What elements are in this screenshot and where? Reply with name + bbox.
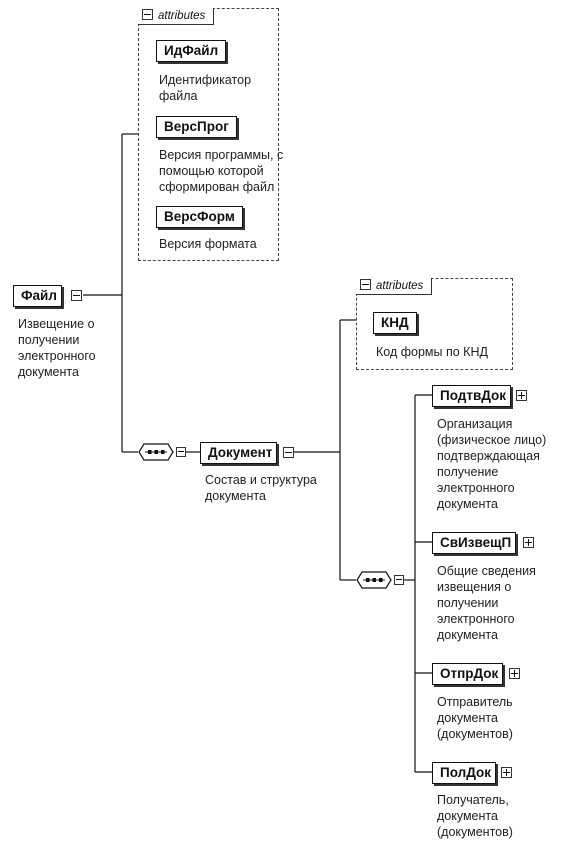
collapse-icon [142, 9, 153, 20]
collapse-icon[interactable] [283, 447, 294, 458]
collapse-icon[interactable] [71, 290, 82, 301]
expand-icon[interactable] [523, 537, 534, 548]
attr-knd-box[interactable]: КНД [373, 312, 417, 334]
collapse-icon[interactable] [176, 447, 186, 457]
root-element-box[interactable]: Файл [13, 285, 62, 307]
document-attributes-tab[interactable]: attributes [356, 278, 433, 295]
child-podtvdok-box[interactable]: ПодтвДок [432, 385, 512, 407]
child-svizveschp-box[interactable]: СвИзвещП [432, 532, 517, 554]
attr-versform-box[interactable]: ВерсФорм [156, 206, 243, 228]
collapse-icon[interactable] [394, 575, 404, 585]
expand-icon[interactable] [501, 767, 512, 778]
document-element-box[interactable]: Документ [200, 442, 278, 464]
child-poldok-description: Получатель, документа (документов) [437, 793, 513, 839]
sequence-compositor-icon[interactable] [138, 443, 174, 461]
root-attributes-tab[interactable]: attributes [138, 8, 215, 25]
attr-versprog-box[interactable]: ВерсПрог [156, 116, 237, 138]
child-otprdok-description: Отправитель документа (документов) [437, 695, 513, 741]
sequence-compositor-icon[interactable] [356, 571, 392, 589]
attr-versform-description: Версия формата [159, 237, 257, 251]
attr-idfail-box[interactable]: ИдФайл [156, 40, 227, 62]
child-otprdok-box[interactable]: ОтпрДок [432, 663, 504, 685]
collapse-icon [360, 279, 371, 290]
child-poldok-box[interactable]: ПолДок [432, 762, 496, 784]
attr-idfail-description: Идентификатор файла [159, 73, 252, 103]
expand-icon[interactable] [516, 390, 527, 401]
attr-versprog-description: Версия программы, с помощью которой сфор… [159, 148, 284, 194]
root-element-description: Извещение о получении электронного докум… [18, 317, 96, 379]
child-svizveschp-description: Общие сведения извещения о получении эле… [437, 564, 536, 642]
attr-knd-description: Код формы по КНД [376, 345, 488, 359]
child-podtvdok-description: Организация (физическое лицо) подтвержда… [437, 417, 547, 511]
document-element-description: Состав и структура документа [205, 473, 317, 503]
expand-icon[interactable] [509, 668, 520, 679]
